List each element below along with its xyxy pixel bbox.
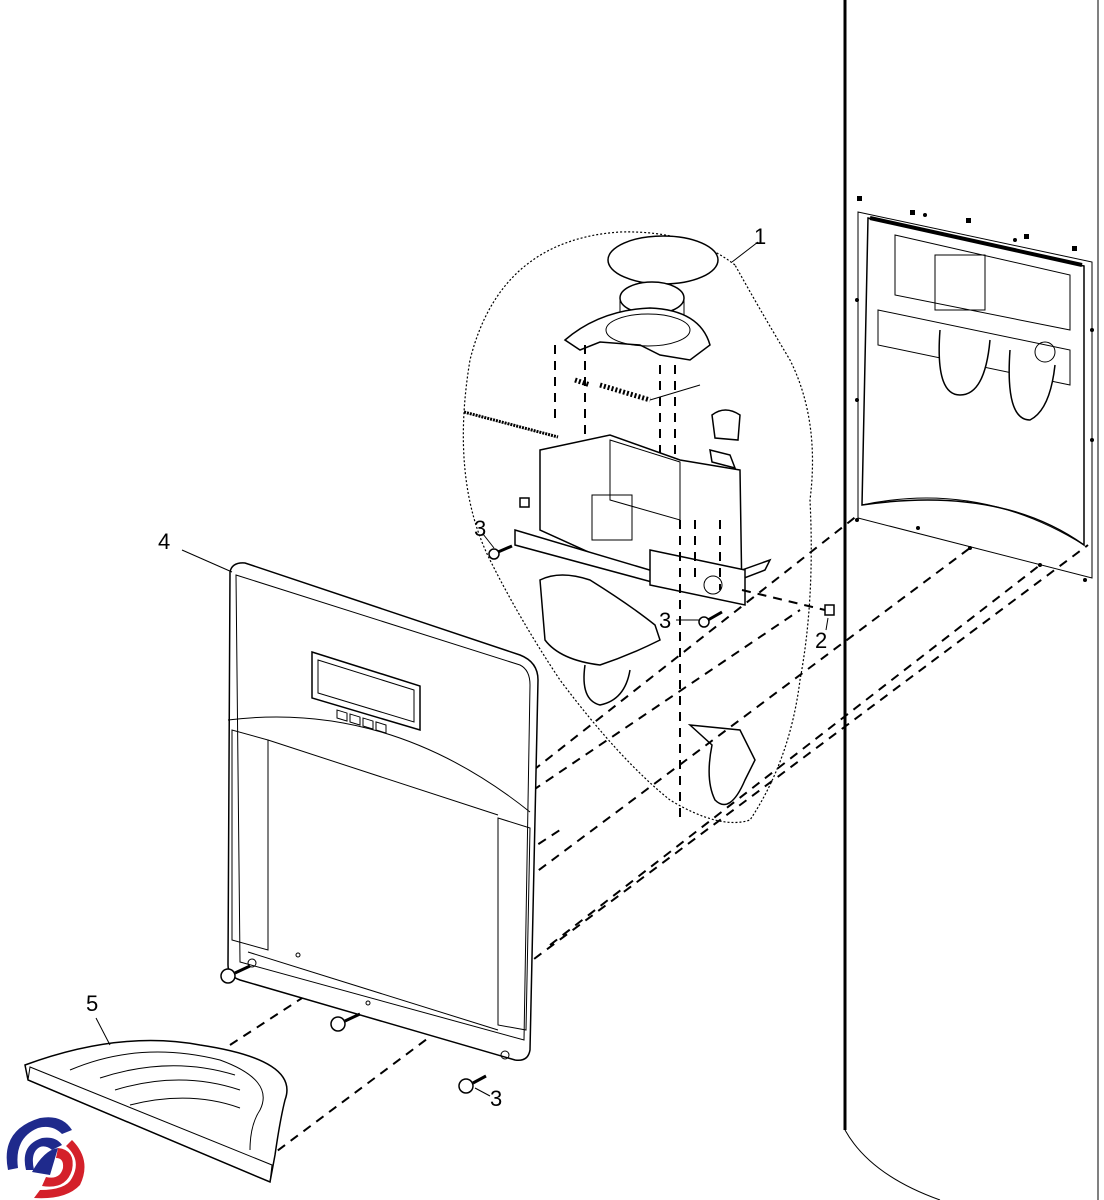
part-4-dispenser-cover (181, 549, 539, 1062)
callout-3c: 3 (490, 1086, 502, 1111)
callout-5: 5 (86, 991, 98, 1016)
part-3-screws (220, 533, 829, 1097)
callout-1: 1 (754, 224, 766, 249)
part-2-clip (824, 604, 835, 616)
refrigerator-door (843, 0, 1099, 1200)
callout-3a: 3 (474, 516, 486, 541)
dispenser-assembly (462, 231, 835, 823)
part-5-drip-tray (24, 1017, 288, 1184)
brand-logo (6, 1117, 85, 1199)
callout-4: 4 (158, 529, 170, 554)
callout-3b: 3 (659, 608, 671, 633)
callout-2: 2 (815, 628, 827, 653)
